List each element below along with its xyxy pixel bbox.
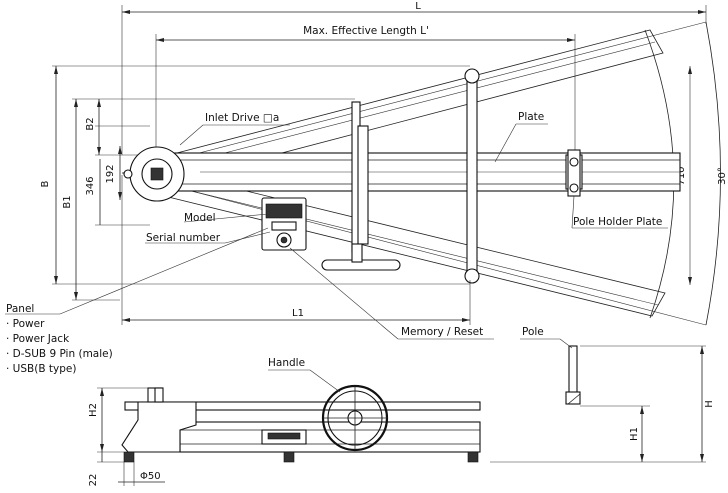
panel-item: · Power: [6, 318, 45, 330]
serial-number-label: Serial number: [146, 232, 221, 244]
inlet-head: [123, 146, 185, 202]
dim-L1-label: L1: [292, 308, 304, 319]
dim-346-label: 346: [85, 176, 96, 195]
handle-wheel: [321, 384, 389, 452]
dim-B-label: B: [40, 180, 51, 187]
dim-phi50-label: Φ50: [140, 471, 161, 482]
cross-bars: [321, 68, 480, 284]
dim-H1-label: H1: [629, 427, 640, 441]
panel-callout: Panel · Power · Power Jack · D-SUB 9 Pin…: [6, 303, 113, 375]
dimension-L1: L1: [121, 175, 471, 325]
pole-holder-plate-label: Pole Holder Plate: [573, 216, 662, 228]
dimension-L: L: [121, 1, 707, 155]
dim-H2-label: H2: [88, 403, 99, 417]
plate-label: Plate: [518, 111, 544, 123]
dim-710-label: 710: [676, 166, 687, 185]
dimension-phi50: Φ50: [118, 462, 165, 486]
dimension-192: 192: [105, 146, 122, 200]
dim-B2-label: B2: [85, 117, 96, 130]
dimension-B2: B2: [85, 99, 160, 156]
max-effective-length-label: Max. Effective Length L': [303, 25, 429, 37]
callouts: Inlet Drive □a Plate Model Serial number…: [5, 111, 668, 340]
dimension-346: 346: [85, 125, 150, 226]
dimension-B: B: [40, 65, 470, 285]
dimension-22: 22: [88, 452, 124, 486]
handle-label: Handle: [268, 357, 305, 369]
side-view: H H1 H2 22 Φ50: [88, 326, 715, 486]
panel-item: · Power Jack: [6, 333, 70, 345]
dimension-H1: H1: [580, 405, 650, 462]
model-label: Model: [184, 212, 216, 224]
top-view: L Max. Effective Length L' B B1: [40, 1, 728, 326]
pole-label: Pole: [522, 326, 544, 338]
dim-B1-label: B1: [62, 195, 73, 208]
dim-H-label: H: [704, 400, 715, 408]
panel-title: Panel: [6, 303, 34, 315]
plate-arm: [149, 152, 681, 192]
dim-22-label: 22: [88, 474, 99, 487]
pole-holder: [567, 149, 581, 197]
dim-L-label: L: [415, 1, 421, 12]
dimension-H2: H2: [88, 387, 148, 453]
display-unit: [261, 197, 307, 251]
dimension-H: H: [490, 345, 715, 463]
panel-item: · USB(B type): [6, 363, 76, 375]
dimension-max-effective-length: Max. Effective Length L': [155, 25, 576, 160]
panel-item: · D-SUB 9 Pin (male): [6, 348, 113, 360]
dim-192-label: 192: [105, 164, 116, 183]
memory-reset-label: Memory / Reset: [401, 326, 483, 338]
dimension-B1: B1: [62, 98, 355, 301]
inlet-drive-label: Inlet Drive □a: [205, 112, 279, 124]
angle-30-label: 30°: [717, 167, 728, 185]
pole: [565, 345, 581, 405]
